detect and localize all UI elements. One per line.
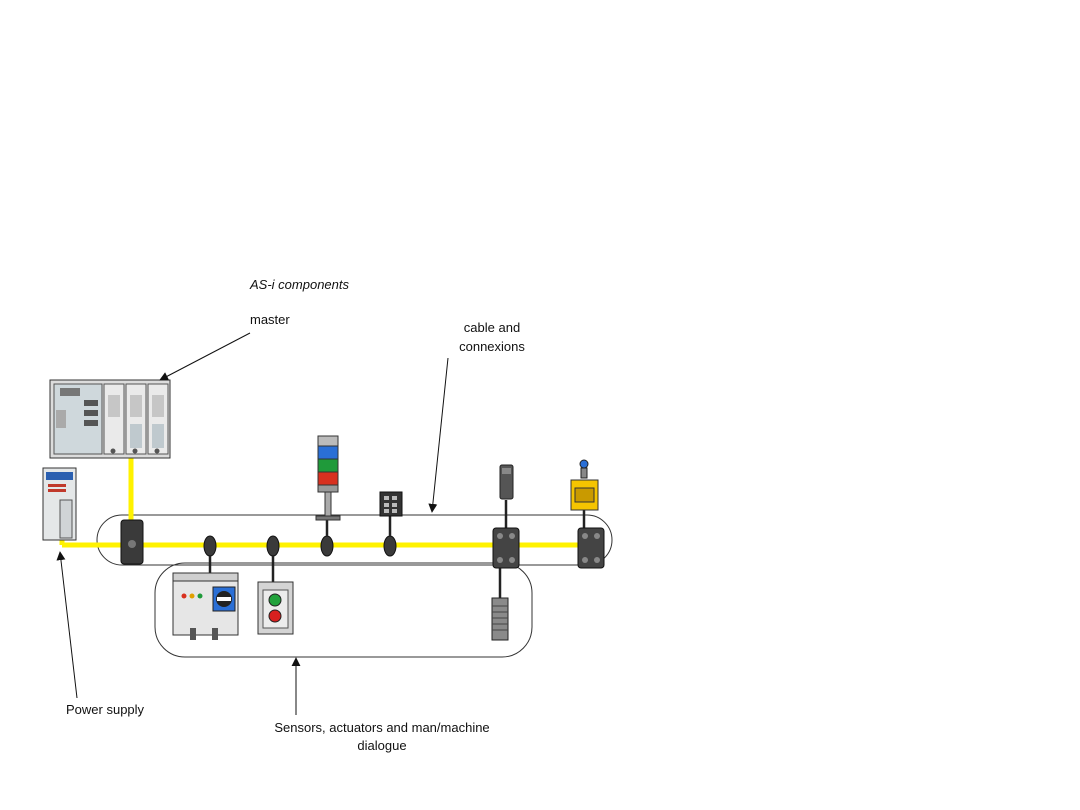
limit-switch-icon: [570, 459, 599, 511]
signal-tower-icon: [315, 435, 341, 521]
sensors-label-line2: dialogue: [357, 738, 407, 753]
connector-icon: [120, 519, 144, 565]
cable-arrow: [428, 357, 449, 513]
keypad-icon: [379, 491, 403, 517]
push-button-box-icon: [257, 581, 294, 635]
sensors-label-line1: Sensors, actuators and man/machine: [274, 720, 490, 735]
diagram-title: AS-i components: [250, 277, 349, 292]
proximity-sensor-icon: [491, 597, 509, 641]
power-supply-icon: [42, 467, 77, 541]
splitter-box-2-icon: [577, 527, 605, 569]
cable-label-line2: connexions: [459, 339, 525, 354]
devices-group-outline: [154, 562, 533, 658]
cable-label-line1: cable and: [463, 320, 521, 335]
splitter-box-icon: [492, 527, 520, 569]
annotation-arrows: [56, 332, 449, 715]
master-arrow: [159, 332, 251, 381]
drop-cables: [208, 500, 586, 598]
cable-group-outline: [96, 514, 613, 566]
power-supply-label: Power supply: [66, 702, 145, 717]
sensor-icon: [499, 464, 514, 500]
motor-starter-icon: [172, 572, 239, 640]
master-label: master: [250, 312, 290, 327]
power-supply-arrow: [56, 551, 78, 699]
plc-master-icon: [49, 379, 171, 459]
